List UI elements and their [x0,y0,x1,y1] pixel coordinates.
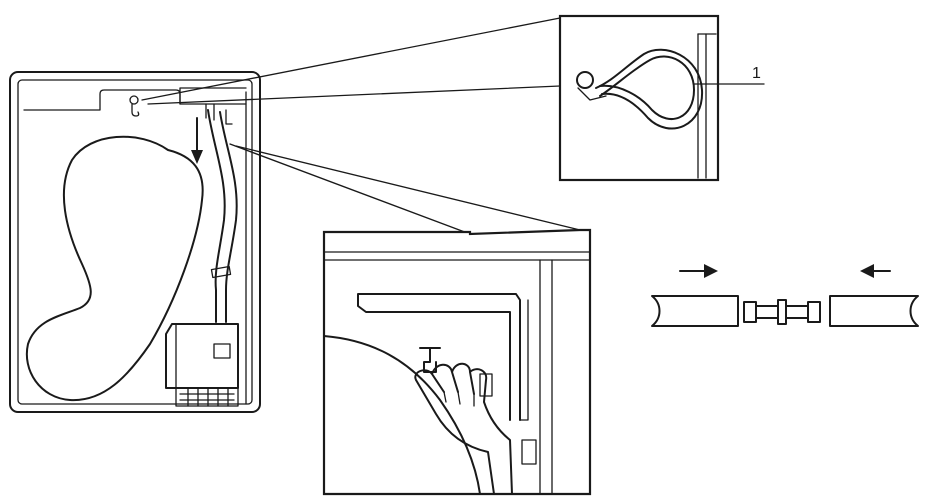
leader-line-mid-1 [229,143,471,235]
latch-block [521,439,537,465]
dryer-cabinet-inner [17,79,253,405]
arrow-left-icon [860,264,891,278]
left-hose-segment [651,295,739,327]
dryer-cabinet-outline [9,71,261,413]
callout-number: 1 [752,65,761,82]
hose-bracket-edge [519,299,529,421]
drain-hose-left [207,109,226,323]
leader-lines [141,17,581,235]
hose-clamp [210,265,232,279]
hose-connector [743,299,821,325]
hose-hooks [205,103,233,125]
leader-line-top-2 [147,85,561,105]
hose-bracket [357,293,521,421]
dryer-drum-outline [25,135,204,402]
drum-edge-curve [323,335,481,495]
down-arrow-icon [191,117,203,164]
dryer-top-recess [23,89,247,111]
hand-detail-frame [322,228,592,496]
dryer-rear-view [9,71,261,413]
leader-line-mid-2 [235,145,581,231]
right-hose-segment [829,295,919,327]
hose-loop [576,48,704,130]
arrow-right-icon [679,264,718,278]
hose-clip-detail: 1 [558,14,765,182]
hose-clip-icon [129,95,140,117]
water-container [165,323,239,407]
leader-line-top-1 [141,17,561,101]
drain-hose-right [219,111,238,323]
hose-connector-assembly [651,264,919,327]
hand-illustration [414,362,513,495]
dryer-top-bracket [179,87,247,105]
hand-releasing-hose-detail [322,228,592,496]
